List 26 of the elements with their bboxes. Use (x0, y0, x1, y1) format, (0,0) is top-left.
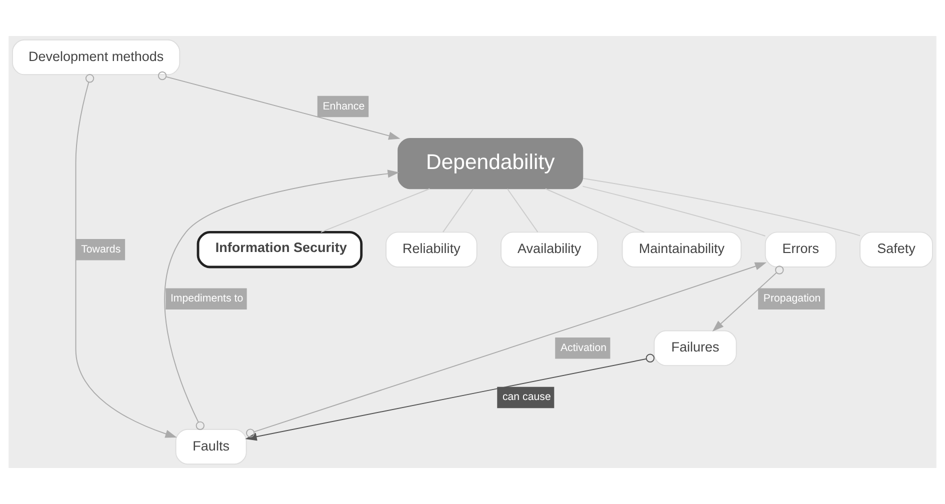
connector (442, 188, 474, 233)
arrow (712, 266, 784, 332)
node-box: Maintainability (622, 232, 742, 268)
connector (582, 178, 861, 236)
node-box: Dependability (398, 138, 584, 190)
arrow (158, 71, 400, 140)
node-box: Reliability (386, 232, 478, 268)
arrow (246, 262, 767, 438)
edge-label: Towards (81, 243, 121, 256)
connector (582, 186, 766, 236)
node-box: Safety (860, 232, 933, 268)
node-box: Availability (500, 232, 598, 268)
edge-label: Enhance (322, 100, 365, 112)
connector (320, 188, 430, 233)
edge-label: can cause (502, 391, 551, 404)
node-box: Information Security (196, 230, 363, 268)
connector (544, 188, 645, 233)
node-box: Failures (654, 330, 737, 366)
edge-label: Propagation (763, 292, 821, 305)
node-box: Errors (764, 232, 836, 268)
arrow (245, 354, 655, 441)
connector (506, 188, 538, 233)
edge-label: Impediments to (170, 292, 244, 305)
node-box: Faults (175, 428, 247, 465)
edge-label: Activation (560, 342, 607, 354)
node-box: Development methods (12, 39, 180, 76)
